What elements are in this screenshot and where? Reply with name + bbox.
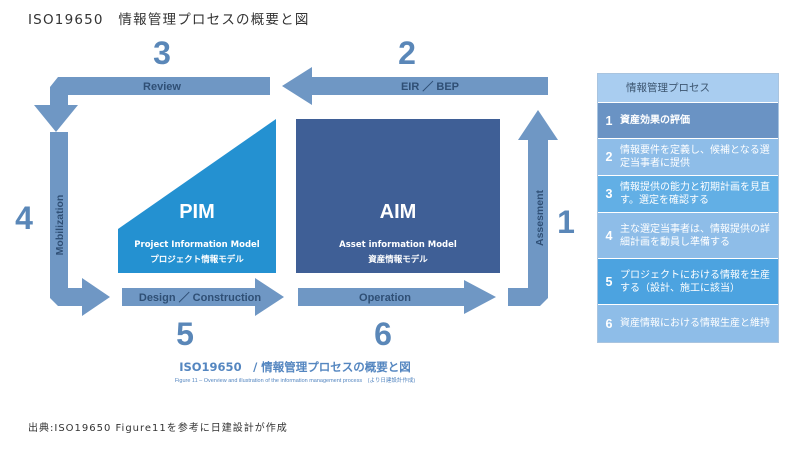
process-steps-panel: 情報管理プロセス 1 資産効果の評価 2 情報要件を定義し、候補となる選定当事者… — [597, 73, 779, 343]
arrow-review — [34, 77, 270, 132]
step-row-2: 2 情報要件を定義し、候補となる選定当事者に提供 — [598, 138, 778, 175]
step-row-number: 3 — [605, 187, 613, 201]
aim-title: AIM — [380, 201, 417, 223]
step-row-text: 資産情報における情報生産と維持 — [620, 318, 770, 329]
step-row-text: 主な選定当事者は、情報提供の詳細計画を動員し準備する — [620, 223, 770, 248]
aim-name-en: Asset information Model — [339, 240, 457, 250]
arrow-label-design-construction: Design ／ Construction — [139, 291, 262, 304]
arrow-assesment — [508, 110, 558, 306]
step-row-number: 1 — [605, 113, 613, 128]
step-row-number: 4 — [605, 228, 613, 243]
step-number-5: 5 — [176, 316, 194, 352]
step-row-text: 情報要件を定義し、候補となる選定当事者に提供 — [620, 145, 770, 169]
arrow-design-construction — [122, 278, 284, 316]
step-number-2: 2 — [398, 35, 416, 71]
step-row-number: 2 — [605, 150, 613, 164]
arrow-label-operation: Operation — [359, 292, 411, 304]
step-row-3: 3 情報提供の能力と初期計画を見直す。選定を確認する — [598, 175, 778, 212]
figure-caption-sub: Figure 11 – Overview and illustration of… — [174, 378, 416, 384]
step-row-6: 6 資産情報における情報生産と維持 — [598, 304, 778, 342]
aim-box — [296, 119, 500, 273]
pim-name-jp: プロジェクト情報モデル — [150, 254, 244, 265]
arrow-label-eir-bep: EIR ／ BEP — [401, 80, 459, 93]
step-number-6: 6 — [374, 316, 392, 352]
aim-name-jp: 資産情報モデル — [367, 254, 428, 265]
step-row-5: 5 プロジェクトにおける情報を生産する（設計、施工に該当） — [598, 258, 778, 304]
pim-title: PIM — [179, 201, 215, 223]
arrow-label-review: Review — [143, 81, 181, 93]
pim-name-en: Project Information Model — [134, 240, 260, 250]
step-row-4: 4 主な選定当事者は、情報提供の詳細計画を動員し準備する — [598, 212, 778, 258]
arrow-eir-bep — [282, 67, 548, 105]
step-row-text: 資産効果の評価 — [620, 115, 690, 126]
figure-caption: ISO19650 / 情報管理プロセスの概要と図 — [179, 360, 411, 374]
page-title: ISO19650 情報管理プロセスの概要と図 — [28, 12, 310, 28]
arrow-label-assesment: Assesment — [534, 189, 546, 246]
arrow-operation — [298, 280, 496, 314]
step-number-1: 1 — [557, 204, 575, 240]
panel-header: 情報管理プロセス — [598, 74, 778, 102]
arrow-label-mobilization: Mobilization — [54, 195, 66, 256]
pim-box — [118, 119, 276, 273]
step-number-3: 3 — [153, 35, 171, 71]
step-row-1: 1 資産効果の評価 — [598, 102, 778, 138]
step-row-text: 情報提供の能力と初期計画を見直す。選定を確認する — [620, 182, 770, 206]
arrow-mobilization — [50, 132, 110, 316]
step-row-text: プロジェクトにおける情報を生産する（設計、施工に該当） — [620, 269, 770, 294]
source-note: 出典:ISO19650 Figure11を参考に日建設計が作成 — [28, 423, 288, 434]
step-row-number: 6 — [605, 316, 613, 331]
step-row-number: 5 — [605, 274, 613, 289]
step-number-4: 4 — [15, 200, 33, 236]
